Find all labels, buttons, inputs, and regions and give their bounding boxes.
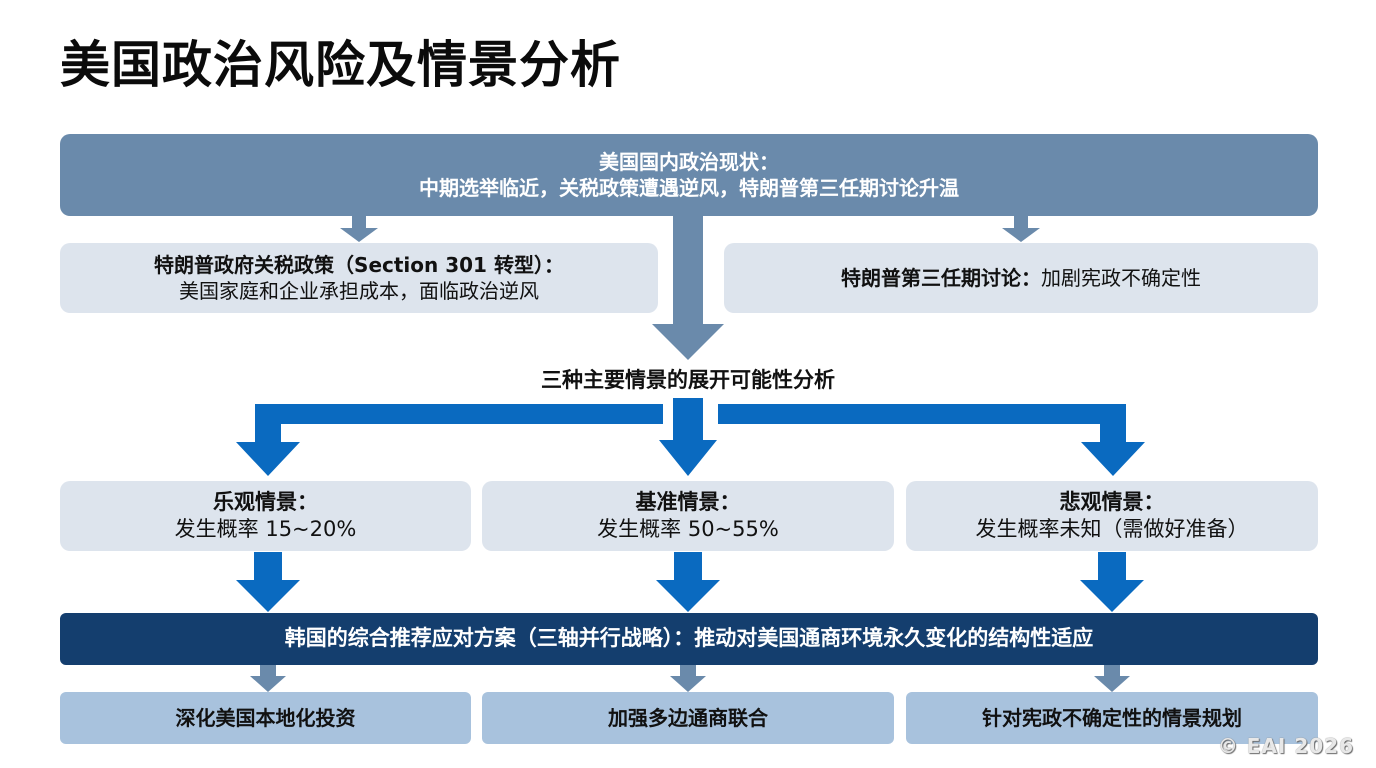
arrow-optimistic-down bbox=[236, 552, 300, 612]
arrow-action-2 bbox=[670, 665, 706, 692]
scenario-title: 基准情景： bbox=[635, 489, 741, 514]
branch-horizontal-right bbox=[718, 404, 1122, 424]
action-us-localization: 深化美国本地化投资 bbox=[60, 692, 471, 744]
arrow-top-to-left bbox=[340, 214, 378, 242]
action-label: 针对宪政不确定性的情景规划 bbox=[982, 706, 1242, 730]
arrow-baseline-down bbox=[656, 552, 720, 612]
us-domestic-politics-box: 美国国内政治现状： 中期选举临近，关税政策遭遇逆风，特朗普第三任期讨论升温 bbox=[60, 134, 1318, 216]
scenario-title: 悲观情景： bbox=[1059, 489, 1165, 514]
top-box-line1: 美国国内政治现状： bbox=[599, 150, 779, 174]
third-term-box: 特朗普第三任期讨论：加剧宪政不确定性 bbox=[724, 243, 1318, 313]
arrow-to-pessimistic bbox=[1081, 404, 1145, 476]
tariff-policy-box: 特朗普政府关税政策（Section 301 转型）： 美国家庭和企业承担成本，面… bbox=[60, 243, 658, 313]
tariff-policy-body: 美国家庭和企业承担成本，面临政治逆风 bbox=[179, 279, 539, 303]
action-label: 加强多边通商联合 bbox=[608, 706, 768, 730]
strategy-text: 韩国的综合推荐应对方案（三轴并行战略）：推动对美国通商环境永久变化的结构性适应 bbox=[284, 626, 1094, 651]
top-box-line2: 中期选举临近，关税政策遭遇逆风，特朗普第三任期讨论升温 bbox=[419, 176, 959, 200]
arrow-action-3 bbox=[1094, 665, 1130, 692]
scenario-baseline: 基准情景： 发生概率 50~55% bbox=[482, 481, 894, 551]
third-term-body: 加剧宪政不确定性 bbox=[1041, 266, 1201, 290]
scenario-probability: 发生概率 15~20% bbox=[174, 517, 357, 541]
branch-center-stem bbox=[673, 398, 703, 442]
arrow-center-down bbox=[652, 214, 724, 360]
action-scenario-planning: 针对宪政不确定性的情景规划 bbox=[906, 692, 1318, 744]
scenario-analysis-heading: 三种主要情景的展开可能性分析 bbox=[541, 368, 835, 392]
page-title: 美国政治风险及情景分析 bbox=[60, 36, 621, 94]
arrow-to-baseline bbox=[659, 440, 717, 476]
scenario-title: 乐观情景： bbox=[213, 489, 318, 514]
scenario-pessimistic: 悲观情景： 发生概率未知（需做好准备） bbox=[906, 481, 1318, 551]
scenario-probability: 发生概率 50~55% bbox=[597, 517, 779, 541]
copyright-footer: © EAI 2026 bbox=[1217, 734, 1354, 758]
arrow-top-to-right bbox=[1002, 214, 1040, 242]
korea-strategy-bar: 韩国的综合推荐应对方案（三轴并行战略）：推动对美国通商环境永久变化的结构性适应 bbox=[60, 613, 1318, 665]
scenario-probability: 发生概率未知（需做好准备） bbox=[975, 517, 1249, 541]
action-label: 深化美国本地化投资 bbox=[175, 706, 356, 730]
arrow-action-1 bbox=[250, 665, 286, 692]
arrow-to-optimistic bbox=[236, 404, 300, 476]
branch-horizontal-left bbox=[255, 404, 663, 424]
arrow-pessimistic-down bbox=[1080, 552, 1144, 612]
action-multilateral-trade: 加强多边通商联合 bbox=[482, 692, 894, 744]
tariff-policy-title: 特朗普政府关税政策（Section 301 转型）： bbox=[154, 253, 564, 277]
scenario-optimistic: 乐观情景： 发生概率 15~20% bbox=[60, 481, 471, 551]
third-term-title: 特朗普第三任期讨论： bbox=[841, 266, 1041, 290]
